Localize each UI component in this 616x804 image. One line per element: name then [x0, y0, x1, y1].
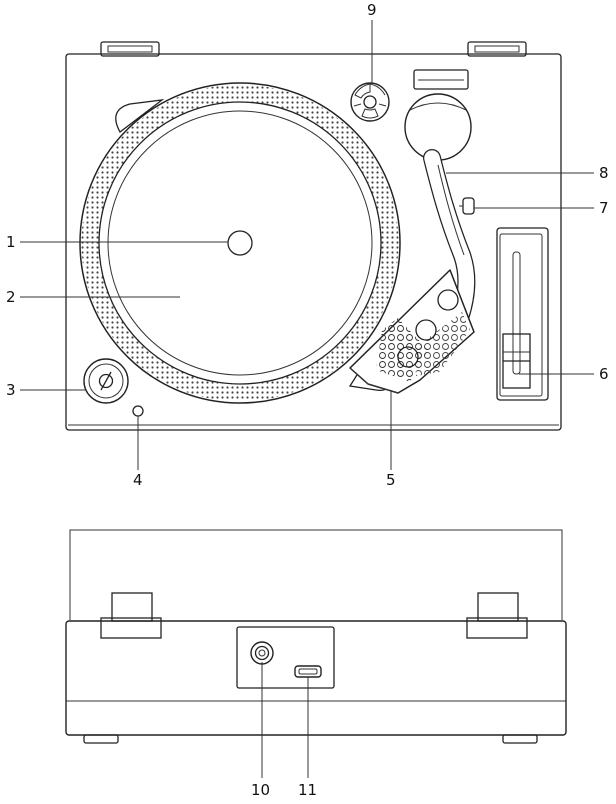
- callout-label-7: 7: [599, 199, 609, 217]
- spindle: [228, 231, 252, 255]
- tonearm-pivot-base: [405, 94, 471, 160]
- back-view: [66, 530, 566, 743]
- callout-label-5: 5: [386, 471, 396, 489]
- arm-rest: [463, 198, 474, 214]
- hinge-back-right: [478, 593, 518, 621]
- lid-outline: [70, 530, 562, 620]
- top-view: [66, 42, 561, 430]
- callout-label-2: 2: [6, 288, 16, 306]
- callout-label-3: 3: [6, 381, 16, 399]
- callout-label-11: 11: [298, 781, 317, 799]
- callout-label-10: 10: [251, 781, 270, 799]
- hinge-tab-right-inner: [475, 46, 519, 52]
- foot-right: [503, 735, 537, 743]
- callout-label-1: 1: [6, 233, 16, 251]
- callout-label-4: 4: [133, 471, 143, 489]
- foot-left: [84, 735, 118, 743]
- callout-label-8: 8: [599, 164, 609, 182]
- callout-label-6: 6: [599, 365, 609, 383]
- hinge-tab-left-inner: [108, 46, 152, 52]
- headphone-jack: [251, 642, 273, 664]
- power-led: [133, 406, 143, 416]
- callout-label-9: 9: [367, 1, 377, 19]
- adapter-45: [351, 83, 389, 121]
- hinge-back-left: [112, 593, 152, 621]
